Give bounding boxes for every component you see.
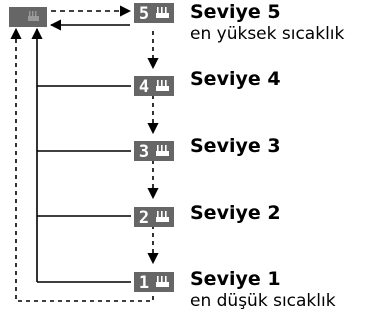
level-1-icon: 1	[134, 272, 174, 293]
level-5-title: Seviye 5	[190, 1, 281, 23]
level-icons: 5 4 3 2 1	[134, 3, 174, 293]
level-3-icon: 3	[134, 141, 174, 162]
level-1-subtitle: en düşük sıcaklık	[190, 291, 336, 311]
level-1-digit: 1	[139, 273, 149, 293]
level-1-title: Seviye 1	[190, 268, 281, 290]
level-4-title: Seviye 4	[190, 68, 281, 90]
level-2-icon: 2	[134, 207, 174, 228]
level-3-digit: 3	[139, 142, 149, 162]
level-4-icon: 4	[134, 76, 174, 97]
level-5-icon: 5	[134, 3, 174, 24]
level-5-digit: 5	[139, 4, 149, 24]
arrow-level-1-to-off	[10, 27, 154, 302]
level-2-digit: 2	[139, 208, 149, 228]
off-icon	[9, 7, 47, 27]
level-3-title: Seviye 3	[190, 135, 281, 157]
level-2-title: Seviye 2	[190, 202, 281, 224]
connectors	[10, 5, 159, 302]
level-4-digit: 4	[139, 77, 149, 97]
level-5-subtitle: en yüksek sıcaklık	[190, 24, 345, 44]
